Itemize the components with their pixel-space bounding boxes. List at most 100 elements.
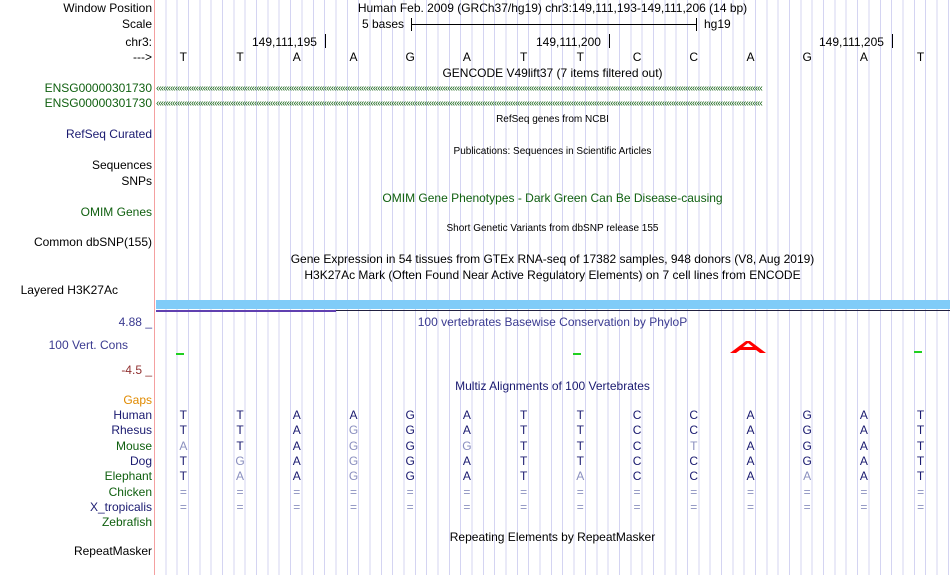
species-label[interactable]: Chicken — [108, 484, 152, 499]
aligned-base: = — [576, 499, 584, 514]
aligned-base: = — [236, 484, 244, 499]
base: G — [802, 50, 812, 64]
repeat-label[interactable]: RepeatMasker — [73, 544, 152, 558]
aligned-base: A — [859, 438, 868, 453]
aligned-base: T — [519, 453, 528, 468]
aligned-base: G — [802, 438, 812, 453]
species-label[interactable]: Human — [113, 408, 152, 422]
aligned-base: T — [179, 408, 188, 422]
aligned-base: T — [916, 469, 925, 484]
aligned-base: T — [576, 453, 584, 468]
aligned-base: C — [689, 408, 699, 422]
phylop-mark — [914, 351, 922, 353]
dbsnp-label[interactable]: Common dbSNP(155) — [33, 235, 152, 249]
phylop-label[interactable]: 100 Vert. Cons — [48, 338, 128, 352]
species-label[interactable]: X_tropicalis — [89, 499, 152, 514]
aligned-base: T — [179, 469, 188, 484]
aligned-base: = — [917, 499, 925, 514]
gencode-item-strand[interactable]: ‹‹‹‹‹‹‹‹‹‹‹‹‹‹‹‹‹‹‹‹‹‹‹‹‹‹‹‹‹‹‹‹‹‹‹‹‹‹‹‹… — [156, 84, 763, 94]
gencode-item-label[interactable]: ENSG00000301730 — [44, 81, 152, 95]
base: A — [859, 50, 868, 64]
phylop-mark — [176, 353, 184, 355]
species-label[interactable]: Elephant — [104, 469, 152, 484]
aligned-base: A — [292, 408, 301, 422]
aligned-base: = — [293, 484, 301, 499]
species-label[interactable]: Dog — [129, 453, 152, 468]
base: T — [916, 50, 925, 64]
phylop-min: -4.5 _ — [121, 363, 152, 377]
aligned-base: G — [348, 453, 359, 468]
aligned-base: C — [689, 423, 699, 438]
aligned-base: = — [179, 499, 187, 514]
aligned-base: T — [916, 438, 925, 453]
aligned-base: G — [348, 423, 359, 438]
aligned-base: G — [405, 408, 415, 422]
window-position: Human Feb. 2009 (GRCh37/hg19) chr3:149,1… — [357, 1, 748, 15]
species-label[interactable]: Mouse — [115, 438, 152, 453]
aligned-base: A — [179, 438, 188, 453]
phylop-max: 4.88 _ — [118, 315, 152, 329]
base: A — [746, 50, 755, 64]
aligned-base: A — [462, 469, 471, 484]
gencode-item-label[interactable]: ENSG00000301730 — [44, 96, 152, 110]
aligned-base: = — [349, 484, 357, 499]
refseq-label[interactable]: RefSeq Curated — [65, 127, 152, 141]
aligned-base: A — [462, 453, 471, 468]
aligned-base: C — [632, 423, 642, 438]
repeat-title: Repeating Elements by RepeatMasker — [449, 530, 656, 544]
aligned-base: = — [860, 499, 868, 514]
aligned-base: T — [179, 423, 188, 438]
aligned-base: T — [576, 423, 584, 438]
species-label[interactable]: Rhesus — [111, 423, 152, 438]
aligned-base: A — [859, 453, 868, 468]
aligned-base: = — [803, 484, 811, 499]
aligned-base: A — [746, 438, 755, 453]
gtex-title: Gene Expression in 54 tissues from GTEx … — [290, 252, 815, 266]
aligned-base: C — [632, 453, 642, 468]
aligned-base: C — [632, 469, 642, 484]
h3k-title: H3K27Ac Mark (Often Found Near Active Re… — [304, 268, 801, 282]
gaps-label[interactable]: Gaps — [123, 393, 152, 407]
base: T — [576, 50, 584, 64]
scale-bar-ends — [411, 18, 697, 31]
aligned-base: T — [519, 469, 528, 484]
aligned-base: T — [690, 438, 698, 453]
gencode-title: GENCODE V49lift37 (7 items filtered out) — [442, 66, 663, 80]
chrom-label: chr3: — [125, 35, 152, 49]
aligned-base: A — [292, 423, 301, 438]
aligned-base: C — [689, 453, 699, 468]
h3k-label[interactable]: Layered H3K27Ac — [20, 283, 118, 297]
gencode-item-strand[interactable]: ‹‹‹‹‹‹‹‹‹‹‹‹‹‹‹‹‹‹‹‹‹‹‹‹‹‹‹‹‹‹‹‹‹‹‹‹‹‹‹‹… — [156, 99, 763, 109]
base: A — [462, 50, 471, 64]
aligned-base: G — [405, 453, 415, 468]
position-tick-label: 149,111,195 — [252, 35, 317, 49]
aligned-base: A — [236, 469, 245, 484]
scale-label: Scale — [121, 17, 152, 31]
aligned-base: = — [917, 484, 925, 499]
aligned-base: = — [746, 484, 754, 499]
aligned-base: G — [235, 453, 245, 468]
base: C — [689, 50, 699, 64]
position-tick — [325, 34, 326, 48]
aligned-base: G — [462, 438, 472, 453]
aligned-base: A — [859, 469, 868, 484]
aligned-base: A — [746, 423, 755, 438]
aligned-base: G — [405, 469, 415, 484]
aligned-base: = — [520, 499, 528, 514]
aligned-base: G — [802, 453, 812, 468]
aligned-base: = — [406, 499, 414, 514]
aligned-base: A — [859, 423, 868, 438]
snps-label[interactable]: SNPs — [121, 174, 152, 188]
aligned-base: = — [690, 499, 698, 514]
pubs-label[interactable]: Sequences — [91, 158, 152, 172]
position-tick-label: 149,111,200 — [536, 35, 601, 49]
aligned-base: = — [576, 484, 584, 499]
aligned-base: T — [236, 438, 244, 453]
base: G — [405, 50, 415, 64]
aligned-base: T — [179, 453, 188, 468]
aligned-base: A — [576, 469, 585, 484]
omim-label[interactable]: OMIM Genes — [80, 205, 152, 219]
aligned-base: = — [520, 484, 528, 499]
multiz-title: Multiz Alignments of 100 Vertebrates — [455, 379, 650, 393]
species-label[interactable]: Zebrafish — [101, 515, 152, 530]
